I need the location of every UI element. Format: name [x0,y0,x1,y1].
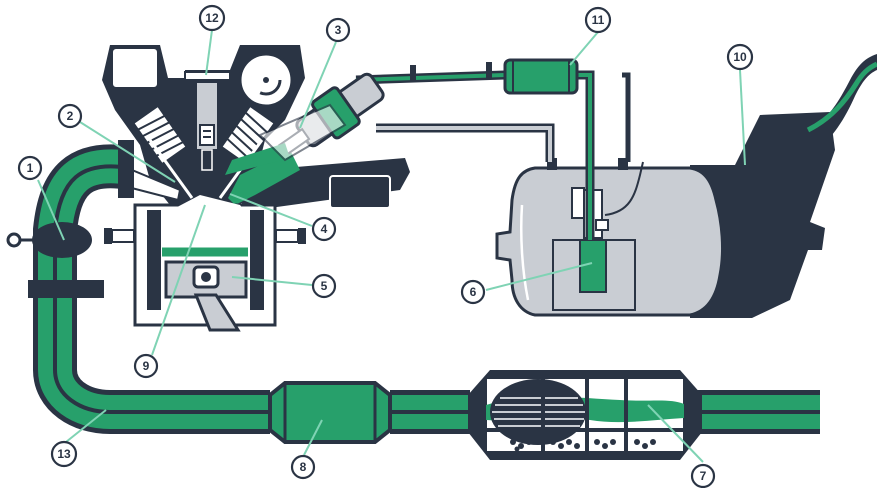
callout-4-label: 4 [321,222,328,236]
callout-7-label: 7 [700,469,707,483]
fuel-filler-neck-fuel [806,61,877,133]
callout-6: 6 [460,279,486,305]
callout-11-label: 11 [592,13,605,27]
callout-3-label: 3 [335,23,342,37]
tank-tab-right [618,158,628,170]
fuel-vent-line [622,72,631,162]
callout-9-label: 9 [143,359,150,373]
callout-4: 4 [311,216,337,242]
fuel-tank-body [495,166,725,317]
exhaust-valve-stem [148,139,194,199]
exhaust-valve-spring [131,104,189,166]
callout-5: 5 [311,273,337,299]
leader-lines [37,29,746,463]
callout-1-label: 1 [27,161,34,175]
tank-tab-left [547,158,557,170]
fuel-tank-highlight [520,204,530,301]
exhaust-clamp [28,280,104,298]
callout-2-label: 2 [67,109,74,123]
fuel-tank [495,54,877,318]
connecting-rod [193,293,241,332]
callout-11: 11 [584,6,612,34]
catalytic-converter [268,381,392,444]
fuel-injector-spray [225,143,290,175]
fuel-injector-port [258,103,347,162]
fuel-line-clip [486,62,492,78]
fuel-tank-shell [690,112,835,318]
callout-13: 13 [50,440,78,468]
callout-10: 10 [726,43,754,71]
fuel-pump-connector [595,219,609,231]
fuel-line-clip [410,65,416,81]
exhaust-system [6,140,820,460]
callouts: 1 2 3 4 5 6 7 8 9 10 11 [17,4,754,488]
cylinder-wall-left [147,210,161,310]
combustion-chamber [162,195,248,262]
callout-9: 9 [133,353,159,379]
fuel-pump-sender [571,187,585,219]
callout-7: 7 [690,463,716,488]
callout-8-label: 8 [300,460,307,474]
intake-port [228,150,300,205]
exhaust-valve-flap [32,222,92,258]
fuel-filter [503,58,579,95]
intake-throttle-body [329,175,391,209]
block-bolt-right [275,228,306,244]
fuel-return-line [376,123,555,162]
fuel-pump-canister [579,239,607,293]
spark-plug-top [184,71,231,81]
callout-6-label: 6 [470,285,477,299]
callout-13-label: 13 [57,447,71,461]
callout-5-label: 5 [321,279,328,293]
callout-8: 8 [290,454,316,480]
engine [102,45,410,332]
callout-1: 1 [17,155,43,181]
cylinder-wall-right [250,210,264,310]
callout-3: 3 [325,17,351,43]
cam-cap-left [111,47,159,89]
exhaust-flange [118,140,134,198]
fuel-pump-wire [604,161,644,216]
callout-10-label: 10 [733,50,747,64]
callout-12: 12 [198,4,226,32]
callout-2: 2 [57,103,83,129]
block-bolt-left [104,228,135,244]
fuel-lines [355,58,631,240]
exhaust-valve-actuator [6,232,22,248]
callout-12-label: 12 [205,11,219,25]
